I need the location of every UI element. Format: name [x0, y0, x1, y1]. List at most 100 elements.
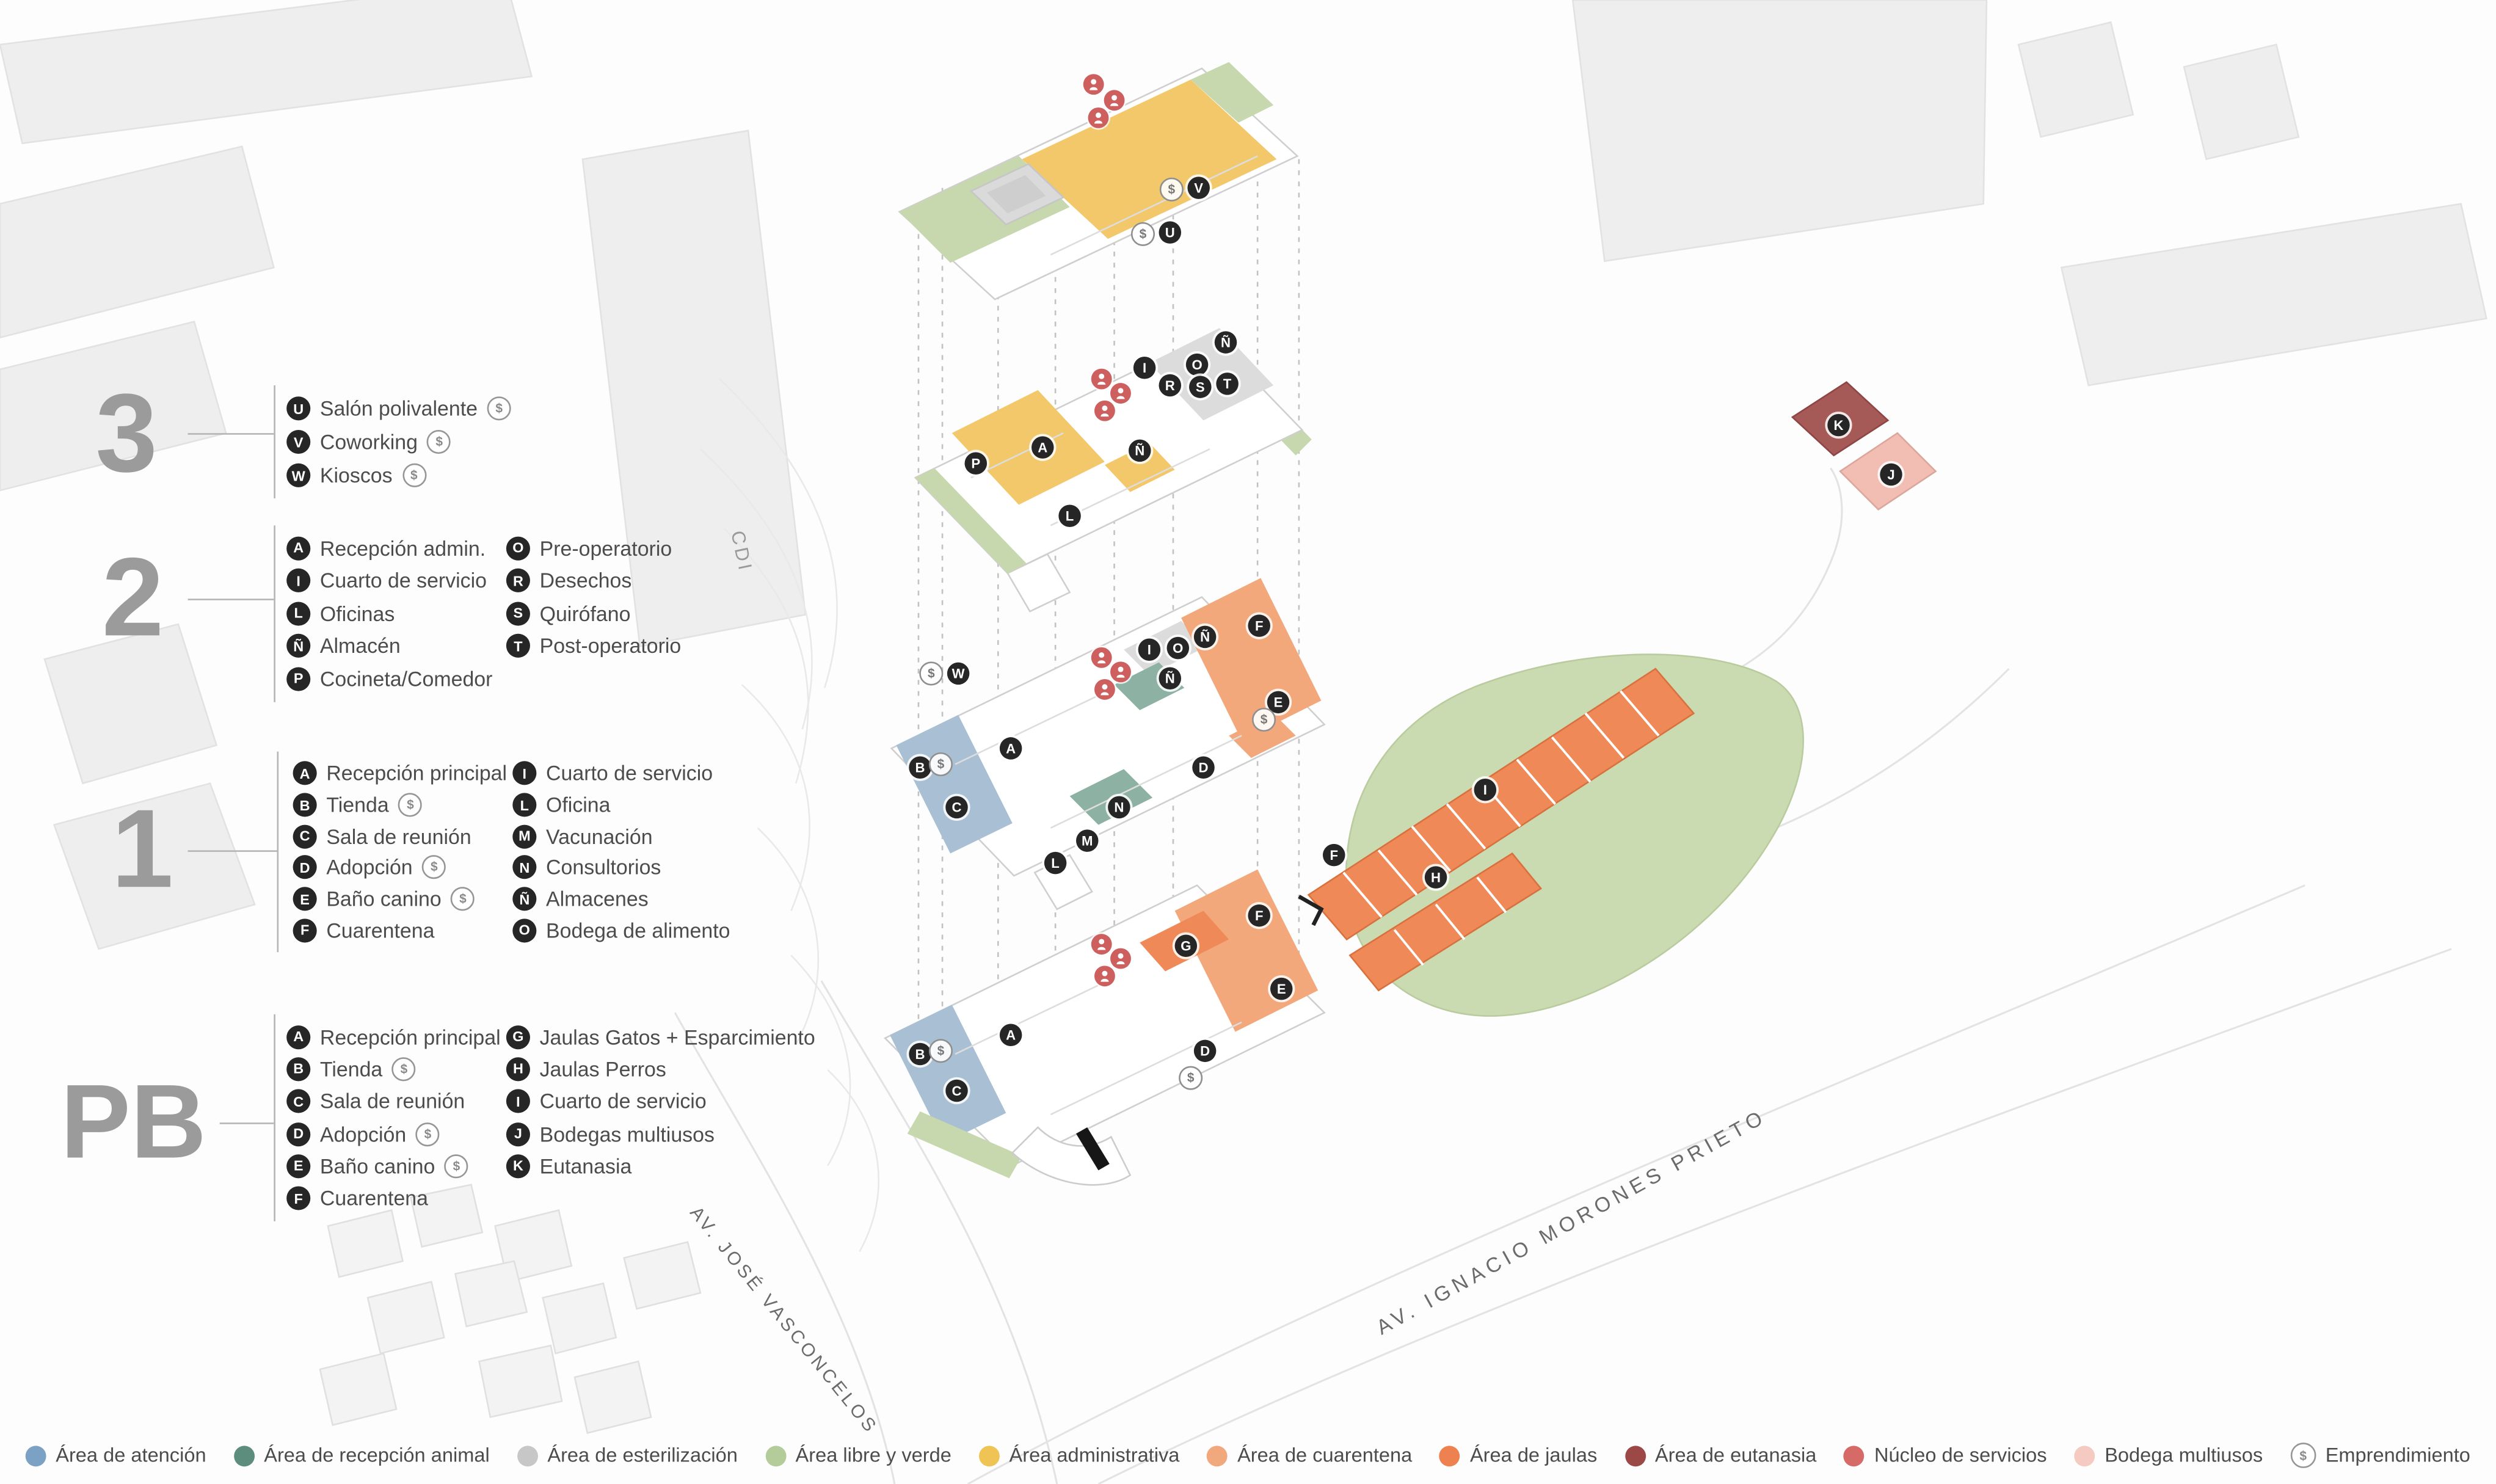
legend-row: D Adopción $	[286, 1118, 500, 1150]
legend-row: M Vacunación	[512, 821, 730, 852]
kennels-building	[1298, 667, 1695, 992]
euthanasia-building	[1791, 381, 1937, 511]
room-letter-badge: M	[512, 824, 537, 848]
room-label: Oficina	[546, 793, 611, 817]
area-legend-item: $Emprendimiento	[2290, 1442, 2470, 1468]
room-letter-badge: E	[286, 1154, 311, 1178]
room-label: Desechos	[539, 569, 632, 593]
entrepreneurship-icon: $	[422, 856, 446, 880]
context-buildings	[0, 0, 2487, 950]
room-label: Pre-operatorio	[539, 536, 672, 561]
entrepreneurship-icon: $	[415, 1121, 440, 1146]
legend-row: I Cuarto de servicio	[506, 1085, 815, 1118]
room-letter-badge: U	[286, 396, 311, 421]
room-label: Cuarentena	[319, 1186, 429, 1210]
room-letter-badge: D	[293, 856, 317, 880]
room-label: Consultorios	[546, 856, 661, 880]
entrepreneurship-icon: $	[398, 793, 423, 817]
area-color-dot	[2074, 1445, 2095, 1466]
room-letter-badge: L	[286, 601, 311, 626]
room-letter-badge: B	[286, 1057, 311, 1082]
room-letter-badge: R	[506, 569, 530, 593]
pb-plate	[884, 869, 1326, 1186]
legend-bracket-line	[277, 751, 279, 953]
room-label: Cuarentena	[326, 918, 435, 942]
room-letter-badge: G	[506, 1025, 530, 1049]
room-label: Eutanasia	[539, 1154, 632, 1178]
area-color-dot	[978, 1445, 1000, 1466]
room-letter-badge: F	[293, 918, 317, 942]
room-letter-badge: P	[286, 666, 311, 691]
room-label: Tienda	[319, 1057, 383, 1082]
legend-bracket-line	[274, 385, 275, 499]
floor-1-plate	[890, 578, 1326, 911]
area-legend-label: Bodega multiusos	[2105, 1444, 2263, 1467]
area-legend-label: Núcleo de servicios	[1874, 1444, 2047, 1467]
room-letter-badge: C	[286, 1089, 311, 1114]
room-letter-badge: T	[506, 634, 530, 658]
floor-number-1: 1	[111, 787, 173, 911]
legend-row: R Desechos	[506, 564, 681, 597]
room-label: Post-operatorio	[539, 634, 682, 658]
area-color-dot	[1439, 1445, 1461, 1466]
room-label: Adopción	[326, 856, 413, 880]
room-letter-badge: V	[286, 429, 311, 454]
legend-row: B Tienda $	[286, 1053, 500, 1085]
legend-connector-line	[187, 433, 274, 435]
legend-connector-line	[219, 1122, 274, 1124]
area-legend-label: Área de recepción animal	[264, 1444, 490, 1467]
room-label: Vacunación	[546, 824, 653, 848]
entrepreneurship-icon: $	[451, 887, 475, 911]
room-label: Tienda	[326, 793, 389, 817]
room-label: Cuarto de servicio	[539, 1089, 707, 1114]
room-letter-badge: I	[512, 762, 537, 786]
area-legend-label: Emprendimiento	[2325, 1444, 2470, 1467]
legend-bracket-line	[274, 525, 275, 702]
room-letter-badge: J	[506, 1121, 530, 1146]
room-label: Adopción	[319, 1121, 407, 1146]
floor-number-PB: PB	[60, 1062, 207, 1180]
area-legend-item: Área de jaulas	[1439, 1444, 1598, 1467]
area-legend-item: Bodega multiusos	[2074, 1444, 2263, 1467]
room-letter-badge: I	[286, 569, 311, 593]
room-label: Cuarto de servicio	[319, 569, 487, 593]
room-letter-badge: W	[286, 463, 311, 487]
room-label: Almacenes	[546, 887, 649, 911]
area-legend-item: Núcleo de servicios	[1844, 1444, 2047, 1467]
area-legend-label: Área de jaulas	[1469, 1444, 1598, 1467]
area-legend-item: Área de cuarentena	[1207, 1444, 1413, 1467]
entrepreneurship-icon: $	[402, 463, 426, 487]
legend-row: D Adopción $	[293, 852, 507, 883]
area-legend-label: Área de cuarentena	[1237, 1444, 1413, 1467]
area-color-dot	[1207, 1445, 1228, 1466]
room-letter-badge: I	[506, 1089, 530, 1114]
room-label: Cuarto de servicio	[546, 762, 713, 786]
area-color-dot	[1625, 1445, 1646, 1466]
legend-bracket-line	[274, 1014, 275, 1221]
room-letter-badge: C	[293, 824, 317, 848]
floor-3-plate	[898, 62, 1299, 300]
legend-row: I Cuarto de servicio	[512, 758, 730, 789]
entrance-marker	[1075, 1127, 1110, 1171]
room-letter-badge: D	[286, 1121, 311, 1146]
room-label: Jaulas Gatos + Esparcimiento	[539, 1025, 815, 1049]
site-access-marker	[1298, 895, 1324, 926]
entrepreneurship-icon: $	[391, 1057, 417, 1082]
area-legend-item: Área de recepción animal	[233, 1444, 490, 1467]
